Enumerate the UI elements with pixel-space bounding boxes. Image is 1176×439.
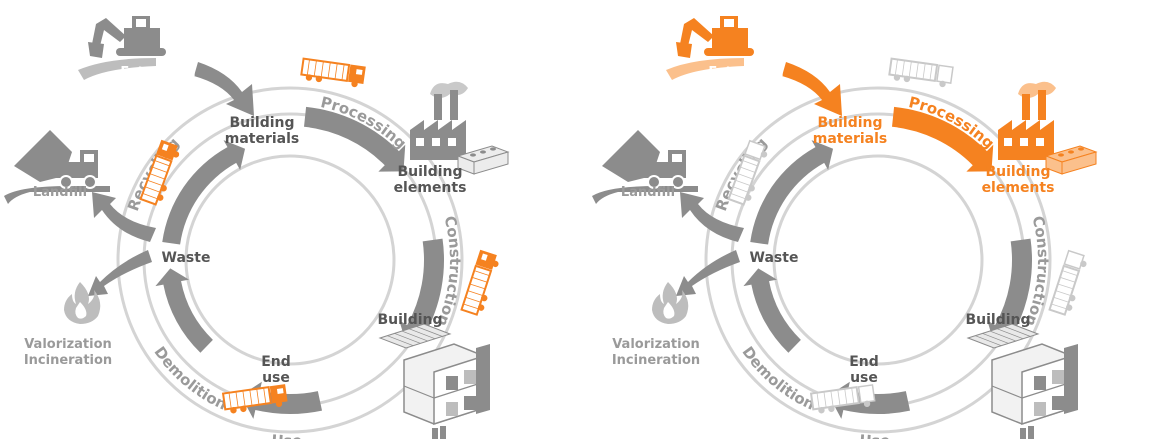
- truck-icon: [888, 57, 954, 88]
- building-icon: [966, 323, 1078, 439]
- excavator-icon: [666, 16, 754, 80]
- building-elements-label: Building: [985, 164, 1050, 180]
- extraction-arrow: [782, 62, 842, 116]
- demolition-label: Demolition: [738, 343, 817, 413]
- valorization-label: Valorization: [612, 337, 700, 352]
- truck-icon: [809, 384, 876, 414]
- processing-arrow: [892, 106, 994, 172]
- building-elements-label: Building: [397, 164, 462, 180]
- truck-icon: [460, 249, 499, 316]
- dump-truck-icon: [4, 130, 110, 204]
- incineration-label: Incineration: [612, 353, 700, 368]
- demolition-label: Demolition: [150, 343, 229, 413]
- extraction-label: Extraction: [120, 65, 195, 80]
- left-lifecycle-diagram: ProcessingConstructionRecyclingUseDemoli…: [4, 16, 510, 439]
- inner-cycle-ring: [772, 154, 984, 366]
- landfill-arrow: [92, 192, 156, 242]
- outer-cycle-ring: [704, 86, 1052, 434]
- end-use-label-line2: use: [262, 370, 290, 386]
- extraction-label: Extraction: [708, 65, 783, 80]
- building-materials-label: Building: [229, 115, 294, 131]
- building-elements-label-line2: elements: [982, 180, 1055, 196]
- truck-icon: [1048, 249, 1087, 316]
- truck-icon: [727, 139, 768, 206]
- incineration-arrow: [88, 250, 152, 296]
- use-label: Use: [271, 431, 303, 439]
- building-materials-label-line2: materials: [225, 131, 300, 147]
- use-label: Use: [859, 431, 891, 439]
- waste-label: Waste: [162, 250, 211, 266]
- recycling-arrow: [750, 140, 834, 245]
- brick-icon: [456, 145, 510, 175]
- building-label: Building: [965, 312, 1030, 328]
- valorization-label: Valorization: [24, 337, 112, 352]
- processing-arrow: [304, 106, 406, 172]
- end-use-label: End: [261, 354, 291, 370]
- truck-icon: [139, 139, 180, 206]
- incineration-label: Incineration: [24, 353, 112, 368]
- landfill-label: Landfill: [621, 185, 675, 200]
- end-use-label-line2: use: [850, 370, 878, 386]
- dump-truck-icon: [592, 130, 698, 204]
- demolition-arrow: [743, 268, 801, 353]
- fire-icon: [64, 282, 101, 324]
- factory-icon: [410, 81, 468, 160]
- recycling-arrow: [162, 140, 246, 245]
- construction-arrow: [987, 238, 1032, 345]
- inner-cycle-ring: [184, 154, 396, 366]
- truck-icon: [300, 57, 366, 88]
- factory-icon: [998, 81, 1056, 160]
- building-materials-label: Building: [817, 115, 882, 131]
- building-elements-label-line2: elements: [394, 180, 467, 196]
- building-label: Building: [377, 312, 442, 328]
- demolition-arrow: [155, 268, 213, 353]
- incineration-arrow: [676, 250, 740, 296]
- outer-cycle-ring: [116, 86, 464, 434]
- end-use-label: End: [849, 354, 879, 370]
- fire-icon: [652, 282, 689, 324]
- excavator-icon: [78, 16, 166, 80]
- waste-label: Waste: [750, 250, 799, 266]
- landfill-label: Landfill: [33, 185, 87, 200]
- landfill-arrow: [680, 192, 744, 242]
- brick-icon: [1044, 145, 1098, 175]
- right-lifecycle-diagram: ProcessingConstructionRecyclingUseDemoli…: [588, 0, 1176, 439]
- building-materials-label-line2: materials: [813, 131, 888, 147]
- truck-icon: [221, 384, 288, 414]
- construction-arrow: [399, 238, 444, 345]
- extraction-arrow: [194, 62, 254, 116]
- building-icon: [378, 323, 490, 439]
